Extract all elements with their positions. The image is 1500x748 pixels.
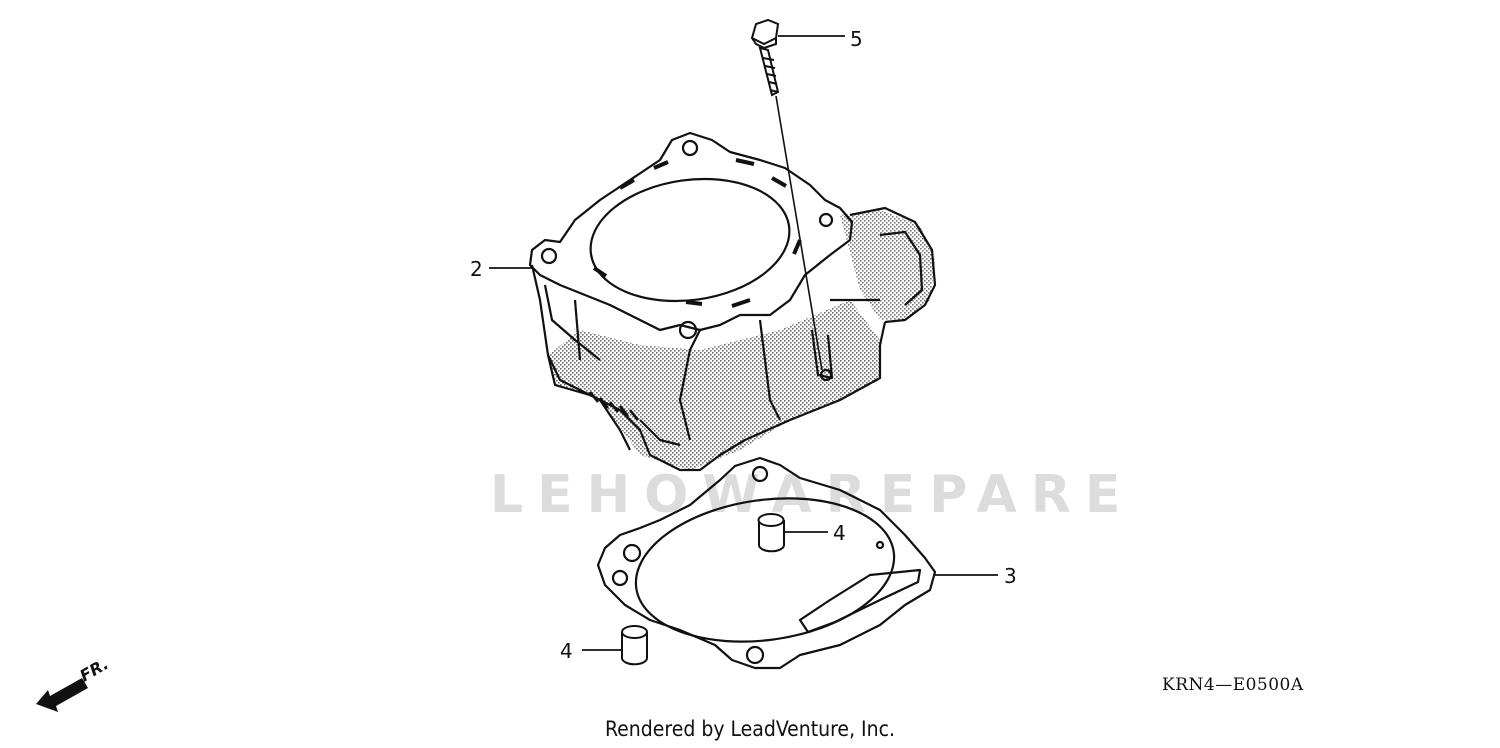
callout-part-4-upper: 4 — [833, 521, 846, 545]
dowel-pin-lower[interactable] — [621, 625, 648, 666]
callout-part-2: 2 — [470, 257, 483, 281]
footer-credit: Rendered by LeadVenture, Inc. — [605, 717, 895, 741]
diagram-code: KRN4—E0500A — [1162, 675, 1304, 695]
front-direction-arrow-icon: FR. — [36, 654, 112, 712]
watermark: LEHOWAREPARE — [490, 465, 1134, 525]
gasket-part[interactable] — [596, 456, 937, 670]
cylinder-part[interactable] — [528, 131, 937, 472]
leader-lines — [489, 35, 998, 651]
callout-part-5: 5 — [850, 27, 863, 51]
callout-part-3: 3 — [1004, 564, 1017, 588]
bolt-part[interactable] — [750, 18, 823, 371]
callout-part-4-lower: 4 — [560, 639, 573, 663]
dowel-pin-upper[interactable] — [757, 513, 785, 553]
